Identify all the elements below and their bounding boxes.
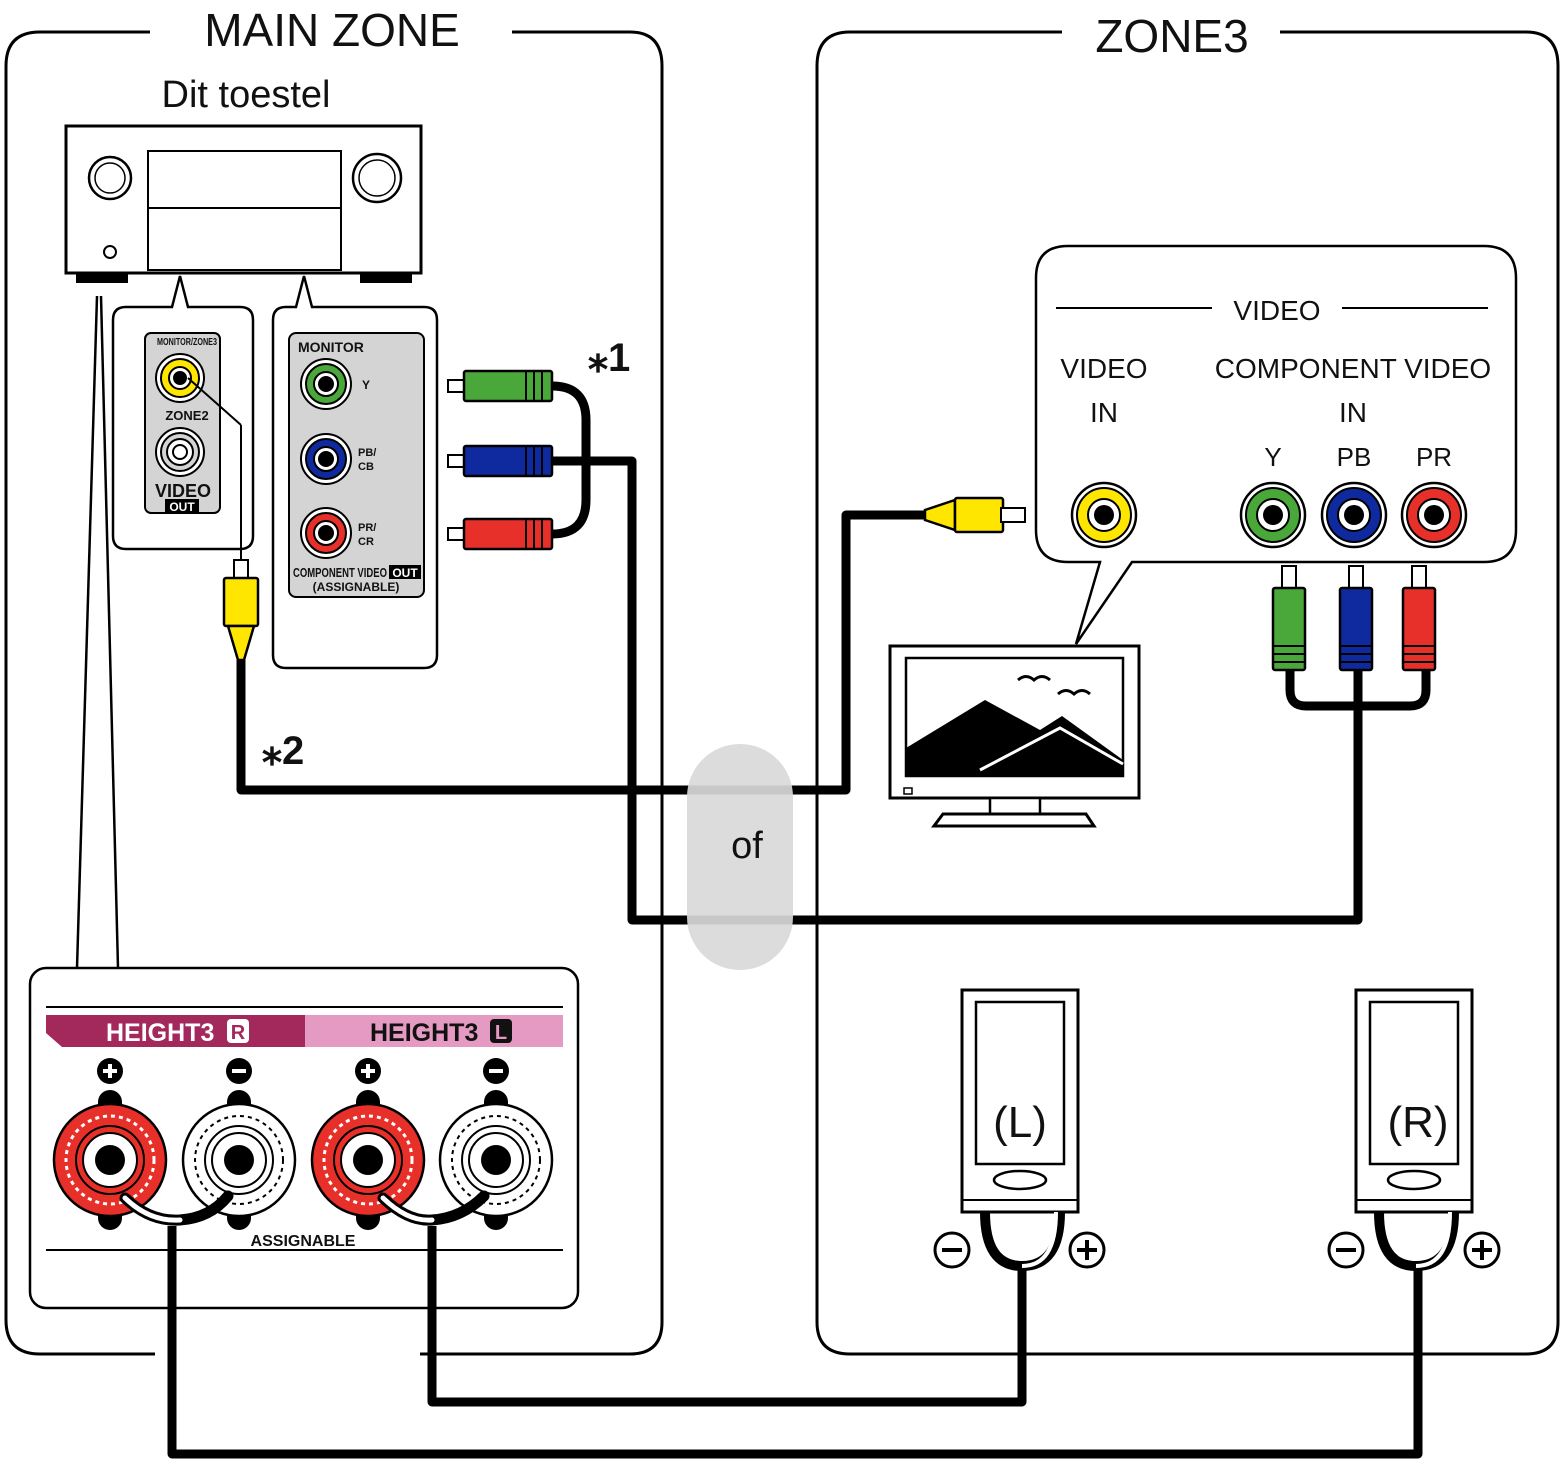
tv-component-plug-red: [1401, 565, 1437, 672]
tv-component-plug-green: [1271, 565, 1307, 672]
component-cr-label: CR: [358, 536, 374, 548]
power-indicator-icon: [103, 245, 117, 259]
component-video-label: COMPONENT VIDEO: [293, 565, 387, 580]
composite-plug-receiver: [222, 559, 260, 662]
component-plug-green: [447, 369, 554, 403]
or-separator-pill: [687, 744, 793, 970]
component-y-label: Y: [362, 378, 370, 392]
component-pr-jack: [300, 507, 352, 559]
video-out-badge: OUT: [169, 500, 195, 514]
note1-marker: ⁎1: [588, 336, 630, 380]
speaker-left-label: (L): [993, 1098, 1047, 1147]
zone3-frame: [815, 30, 1560, 1356]
height3-r-label: HEIGHT3: [106, 1019, 214, 1047]
height3-l-label: HEIGHT3: [370, 1019, 478, 1047]
minus-icon: [483, 1058, 509, 1084]
receiver-right-knob: [351, 152, 403, 204]
plus-icon: [1463, 1231, 1501, 1269]
monitor-zone3-jack: [155, 353, 205, 403]
component-plug-blue: [447, 444, 554, 478]
component-pb-jack: [300, 433, 352, 485]
height3-l-badge: L: [495, 1022, 507, 1044]
tv-pr-label: PR: [1416, 442, 1452, 472]
tv-pb-jack: [1320, 481, 1388, 549]
plus-icon: [1068, 1231, 1106, 1269]
plus-icon: [355, 1058, 381, 1084]
zone2-label: ZONE2: [165, 408, 208, 423]
height3-l-plus-terminal: [310, 1090, 426, 1230]
video-out-label: VIDEO: [155, 481, 211, 501]
tv-video-header: VIDEO: [1233, 295, 1320, 326]
tv-icon: [888, 644, 1141, 828]
height3-l-minus-terminal: [438, 1090, 554, 1230]
minus-icon: [1327, 1231, 1365, 1269]
tv-video-in-line1: VIDEO: [1060, 353, 1147, 384]
speaker-cables: [167, 1226, 1423, 1459]
component-out-badge: OUT: [392, 566, 418, 580]
tv-pr-jack: [1400, 481, 1468, 549]
tv-video-in-jack: [1070, 481, 1138, 549]
height3-r-minus-terminal: [181, 1090, 297, 1230]
speaker-panel-leader: [75, 295, 120, 969]
height3-r-plus-terminal: [52, 1090, 168, 1230]
component-cable: [551, 381, 1431, 925]
speaker-left: [960, 988, 1080, 1272]
component-out-callout: [271, 275, 439, 670]
monitor-zone3-label: MONITOR/ZONE3: [157, 337, 217, 348]
main-zone-title: MAIN ZONE: [204, 4, 460, 56]
tv-component-line2: IN: [1339, 397, 1367, 428]
tv-y-label: Y: [1264, 442, 1281, 472]
height3-r-badge: R: [231, 1022, 246, 1044]
tv-input-callout: [1034, 244, 1518, 645]
tv-component-line1: COMPONENT VIDEO: [1215, 353, 1491, 384]
component-pr-label: PR/: [358, 522, 376, 534]
component-y-jack: [300, 358, 352, 410]
speaker-assignable-label: ASSIGNABLE: [251, 1233, 356, 1250]
monitor-jack-leader: [187, 377, 242, 426]
or-separator-label: of: [731, 825, 763, 867]
main-zone-frame: [4, 30, 664, 1356]
plus-icon: [97, 1058, 123, 1084]
component-assignable-label: (ASSIGNABLE): [313, 580, 400, 594]
component-pb-label: PB/: [358, 447, 376, 459]
note2-marker: ⁎2: [262, 729, 304, 773]
tv-pb-label: PB: [1337, 442, 1372, 472]
tv-component-plug-blue: [1338, 565, 1374, 672]
component-plug-red: [447, 517, 554, 551]
zone3-title: ZONE3: [1095, 10, 1248, 62]
speaker-right-label: (R): [1387, 1098, 1448, 1147]
minus-icon: [933, 1231, 971, 1269]
composite-plug-tv: [923, 496, 1026, 534]
speaker-right: [1354, 988, 1474, 1272]
composite-cable: [236, 510, 925, 795]
tv-y-jack: [1239, 481, 1307, 549]
receiver-front: [64, 124, 423, 283]
component-monitor-label: MONITOR: [298, 339, 364, 355]
tv-video-in-line2: IN: [1090, 397, 1118, 428]
minus-icon: [226, 1058, 252, 1084]
zone2-jack: [155, 427, 205, 477]
component-cb-label: CB: [358, 461, 374, 473]
speaker-wires-receiver: [119, 1190, 490, 1226]
receiver-label: Dit toestel: [162, 74, 331, 116]
